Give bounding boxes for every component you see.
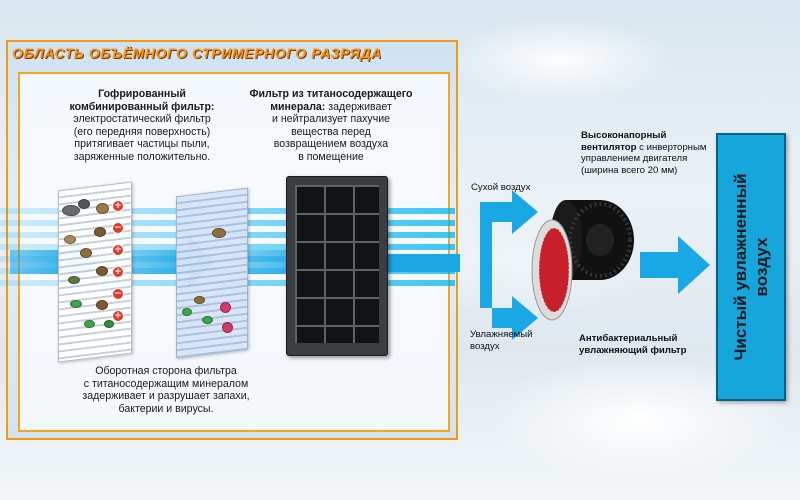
filter1-title-1: Гофрированный <box>98 88 186 100</box>
fan-assembly <box>531 200 634 321</box>
filter2-caption: Фильтр из титаносодержащего минерала: за… <box>236 88 426 164</box>
filter1-desc-2: (его передняя поверхность) <box>73 125 211 138</box>
clean-air-line2: воздух <box>752 237 771 297</box>
filter2-title-2: минерала: <box>270 100 326 113</box>
filter2-desc-1: и нейтрализует пахучие <box>271 113 391 126</box>
filter2-title-tail: задерживает <box>325 100 392 113</box>
output-arrow <box>640 236 710 294</box>
humid-air-1: Увлажняемый <box>470 329 533 340</box>
fan-title-1: Высоконапорный <box>581 130 667 141</box>
reverse-note-2: с титаносодержащим минералом <box>83 377 249 390</box>
filter2-desc-4: в помещение <box>298 150 364 163</box>
flow-exit-stripe <box>380 254 460 272</box>
reverse-note-3: задерживает и разрушает запахи, <box>82 390 250 403</box>
humidifier-filter-caption: Антибактериальный увлажняющий фильтр <box>579 333 719 356</box>
reverse-note-4: бактерии и вирусы. <box>118 402 214 415</box>
clean-air-text: Чистый увлажненный воздух <box>730 137 772 397</box>
humid-air-2: воздух <box>470 340 500 352</box>
humidifier-1: Антибактериальный <box>579 333 678 344</box>
clean-air-line1: Чистый увлажненный <box>731 173 750 361</box>
humidifier-2: увлажняющий фильтр <box>579 344 687 356</box>
titanium-mineral-filter-back <box>176 187 248 359</box>
filter1-desc-4: заряженные положительно. <box>73 150 211 163</box>
clean-humidified-air-box: Чистый увлажненный воздух <box>716 133 786 401</box>
filter2-desc-3: возвращением воздуха <box>273 138 389 151</box>
panel-title: ОБЛАСТЬ ОБЪЁМНОГО СТРИМЕРНОГО РАЗРЯДА <box>12 45 382 61</box>
reverse-side-note: Оборотная сторона фильтра с титаносодерж… <box>56 365 276 415</box>
fan-desc-2: (ширина всего 20 мм) <box>581 164 678 176</box>
humidified-air-label: Увлажняемый воздух <box>470 329 590 352</box>
filter1-desc-1: электростатический фильтр <box>73 113 211 126</box>
split-arrow-bottom <box>452 254 538 340</box>
filter2-title-1: Фильтр из титаносодержащего <box>249 88 413 100</box>
fan-title-tail: с инверторным <box>636 141 707 153</box>
antibacterial-humidifier-disc <box>531 219 573 321</box>
split-arrows <box>452 190 538 340</box>
fan-caption: Высоконапорный вентилятор с инверторным … <box>581 130 721 176</box>
dry-air-label: Сухой воздух <box>471 182 531 193</box>
filter1-desc-3: притягивает частицы пыли, <box>74 138 210 151</box>
filter1-title-2: комбинированный фильтр: <box>69 100 215 113</box>
fan-desc-1: управлением двигателя <box>581 153 688 164</box>
split-arrow-top <box>452 190 538 260</box>
reverse-note-1: Оборотная сторона фильтра <box>95 365 237 377</box>
fan-title-2: вентилятор <box>581 141 637 153</box>
carbon-deodorizing-filter <box>286 176 388 356</box>
filter1-caption: Гофрированный комбинированный фильтр: эл… <box>54 88 230 164</box>
filter2-desc-2: вещества перед <box>291 125 371 138</box>
